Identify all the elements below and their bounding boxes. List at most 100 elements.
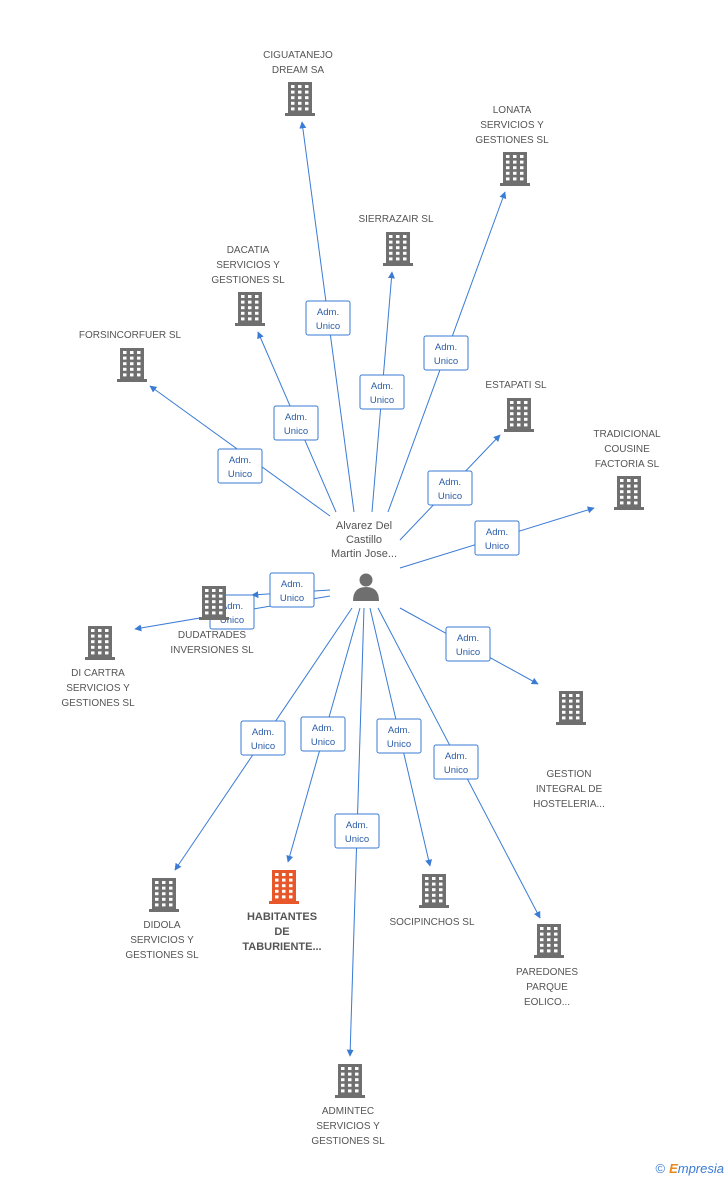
building-icon-paredones-window (554, 943, 558, 947)
building-icon-ciguatanejo[interactable] (285, 82, 315, 116)
role-badge-estapati-line-2: Unico (438, 491, 462, 502)
building-icon-dudatrades-window (219, 594, 223, 598)
building-icon-admintec-window (341, 1067, 345, 1070)
role-badge-tradicional[interactable]: Adm.Unico (474, 520, 520, 556)
building-icon-ciguatanejo-window (305, 96, 309, 100)
building-icon-dudatrades-base (199, 617, 229, 620)
building-icon-socipinchos-window (439, 893, 443, 897)
building-icon-socipinchos[interactable] (419, 874, 449, 908)
role-badge-sierrazair-line-2: Unico (370, 395, 394, 406)
person-icon[interactable] (353, 573, 379, 602)
role-badge-lonata[interactable]: Adm.Unico (423, 335, 469, 371)
role-badge-paredones[interactable]: Adm.Unico (433, 744, 479, 780)
building-icon-admintec-window (355, 1078, 359, 1082)
role-badge-ciguatanejo[interactable]: Adm.Unico (305, 300, 351, 336)
building-icon-admintec[interactable] (335, 1064, 365, 1098)
building-icon-lonata[interactable] (500, 152, 530, 186)
company-label-didola-line: SERVICIOS Y (130, 935, 194, 946)
building-icon-ciguatanejo-window (298, 96, 302, 100)
role-badge-didola-line-2: Unico (251, 741, 275, 752)
role-badge-didola[interactable]: Adm.Unico (240, 720, 286, 756)
role-badge-dacatia[interactable]: Adm.Unico (273, 405, 319, 441)
footer-brand[interactable]: ©Empresia (655, 1161, 724, 1176)
role-badge-habitantes[interactable]: Adm.Unico (300, 716, 346, 752)
company-label-estapati[interactable]: ESTAPATI SL (485, 380, 547, 391)
building-icon-dudatrades[interactable] (199, 586, 229, 620)
building-icon-socipinchos-window (439, 882, 443, 886)
building-icon-habitantes-window (275, 873, 279, 876)
building-icon-didola-window (162, 897, 166, 901)
building-icon-lonata-window (520, 166, 524, 170)
building-icon-sierrazair[interactable] (383, 232, 413, 266)
company-label-sierrazair[interactable]: SIERRAZAIR SL (358, 214, 433, 225)
building-icon-habitantes-window (282, 889, 286, 893)
company-label-ciguatanejo-line: CIGUATANEJO (263, 50, 333, 61)
building-icon-admintec-window (348, 1083, 352, 1087)
company-label-habitantes-line: TABURIENTE... (242, 941, 321, 953)
building-icon-lonata-window (520, 171, 524, 175)
building-icon-forsincorfuer[interactable] (117, 348, 147, 382)
building-icon-didola-window (162, 881, 166, 884)
building-icon-didola-window (155, 903, 159, 907)
building-icon-habitantes[interactable] (269, 870, 299, 904)
building-icon-didola[interactable] (149, 878, 179, 912)
building-icon-gestion-window (569, 699, 573, 703)
role-badge-estapati[interactable]: Adm.Unico (427, 470, 473, 506)
building-icon-ciguatanejo-window (291, 101, 295, 105)
building-icon-paredones-base (534, 955, 564, 958)
role-badge-dudatrades[interactable]: Adm.Unico (269, 572, 315, 608)
building-icon-lonata-window (520, 177, 524, 181)
building-icon-dacatia-window (248, 317, 252, 321)
building-icon-gestion[interactable] (556, 691, 586, 725)
building-icon-tradicional[interactable] (614, 476, 644, 510)
role-badge-gestion-line-1: Adm. (457, 633, 479, 644)
role-badge-sierrazair[interactable]: Adm.Unico (359, 374, 405, 410)
company-label-estapati-line: ESTAPATI SL (485, 380, 547, 391)
building-icon-dacatia[interactable] (235, 292, 265, 326)
building-icon-socipinchos-window (425, 899, 429, 903)
role-badge-gestion[interactable]: Adm. Unico (445, 626, 491, 662)
building-icon-gestion-window (569, 710, 573, 714)
building-icon-tradicional-window (627, 484, 631, 488)
building-icon-lonata-window (513, 160, 517, 164)
role-badge-dacatia-line-2: Unico (284, 426, 308, 437)
role-badge-forsincorfuer-box (217, 448, 263, 484)
role-badge-socipinchos-box (376, 718, 422, 754)
building-icon-gestion-window (576, 699, 580, 703)
role-badge-socipinchos[interactable]: Adm.Unico (376, 718, 422, 754)
role-badge-admintec[interactable]: Adm.Unico (334, 813, 380, 849)
building-icon-ciguatanejo-window (298, 107, 302, 111)
building-icon-dudatrades-window (212, 611, 216, 615)
building-icon-estapati-window (517, 412, 521, 416)
role-badge-gestion-line-2: Unico (456, 647, 480, 658)
building-icon-admintec-window (348, 1072, 352, 1076)
building-icon-ciguatanejo-window (305, 101, 309, 105)
building-icon-estapati[interactable] (504, 398, 534, 432)
building-icon-dicartra[interactable] (85, 626, 115, 660)
building-icon-habitantes-window (275, 895, 279, 899)
building-icon-forsincorfuer-window (137, 351, 141, 354)
role-badge-dudatrades-line-2: Unico (280, 593, 304, 604)
company-label-socipinchos[interactable]: SOCIPINCHOS SL (389, 917, 474, 928)
building-icon-dudatrades-window (219, 600, 223, 604)
role-badge-admintec-line-2: Unico (345, 834, 369, 845)
building-icon-tradicional-window (627, 501, 631, 505)
building-icon-dudatrades-window (212, 594, 216, 598)
company-label-forsincorfuer[interactable]: FORSINCORFUER SL (79, 330, 182, 341)
building-icon-paredones[interactable] (534, 924, 564, 958)
role-badge-forsincorfuer[interactable]: Adm.Unico (217, 448, 263, 484)
building-icon-didola-base (149, 909, 179, 912)
